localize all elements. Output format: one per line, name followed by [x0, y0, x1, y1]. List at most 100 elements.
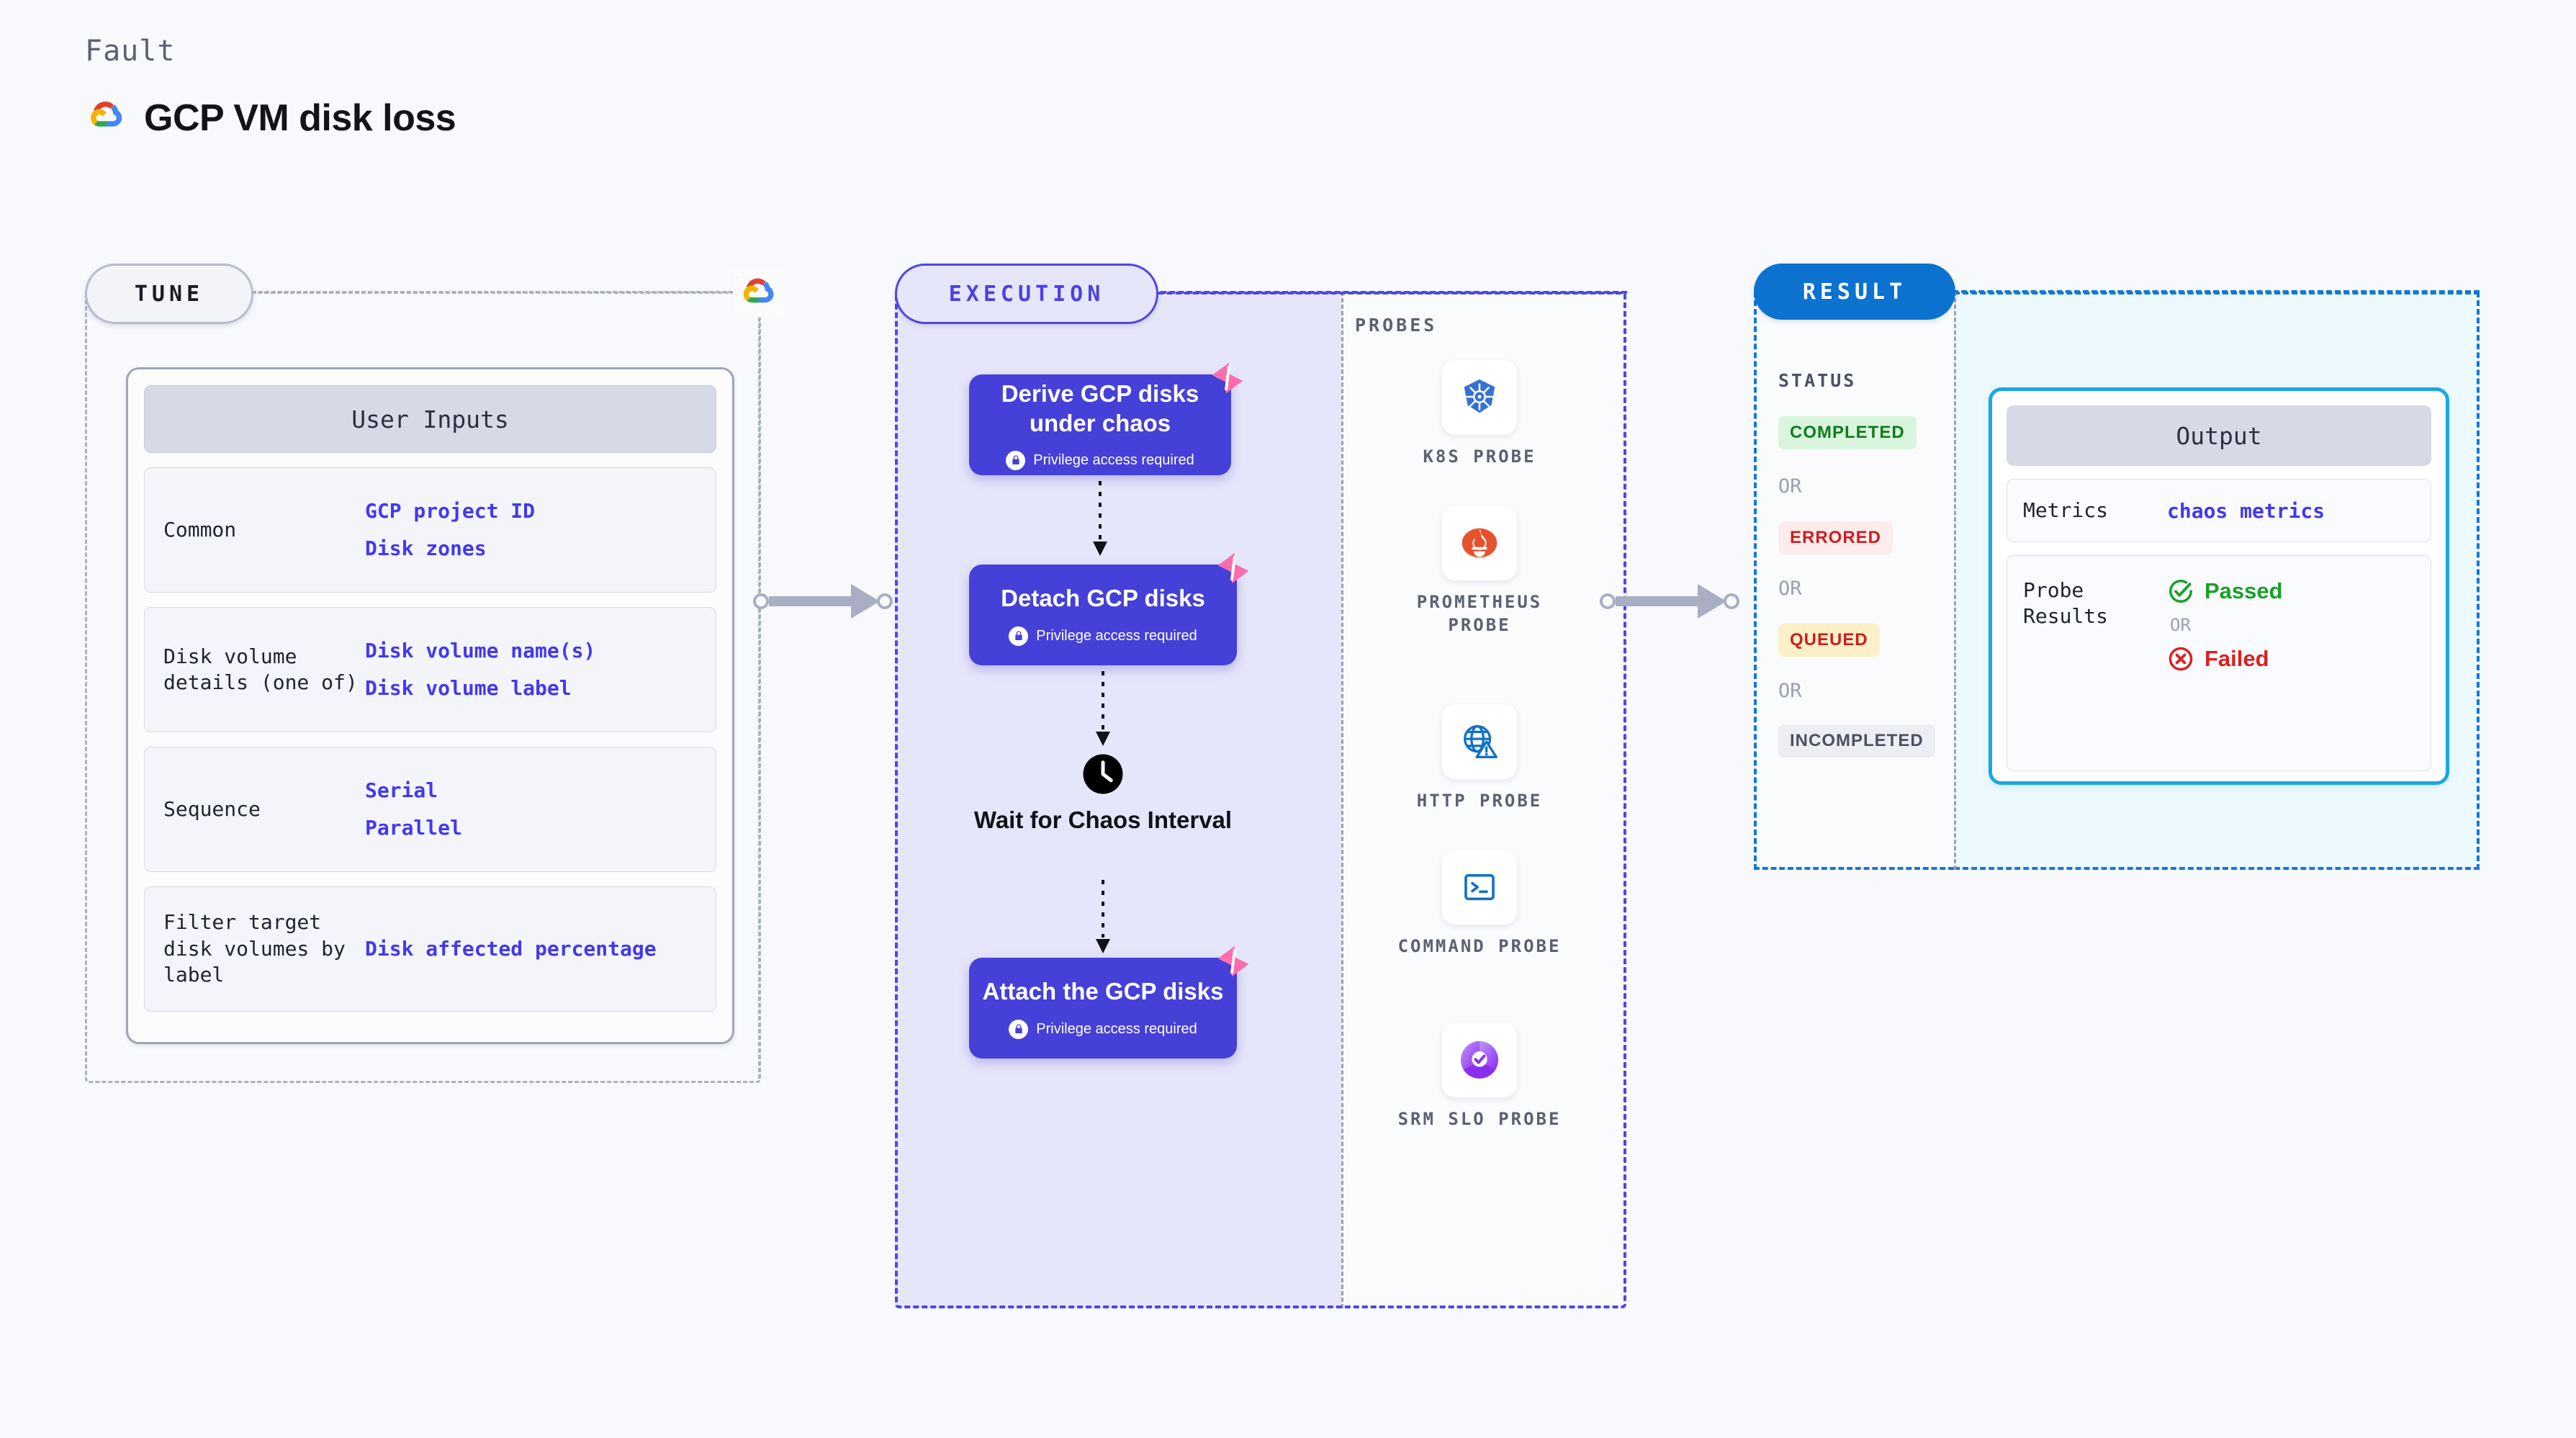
tune-provider-drop-line: [758, 318, 760, 1079]
connector-arrowhead: [851, 584, 880, 619]
step-title: Detach GCP disks: [1001, 585, 1205, 612]
output-row-probe-results: Probe Results Passed OR Failed: [2007, 555, 2431, 771]
srm-slo-icon: [1460, 1041, 1499, 1079]
connector-arrowhead: [1698, 584, 1726, 619]
output-metrics-value[interactable]: chaos metrics: [2167, 498, 2325, 523]
execution-stage-pill[interactable]: EXECUTION: [895, 264, 1158, 324]
input-row-filter-by-label: Filter target disk volumes by label Disk…: [144, 886, 716, 1012]
clock-icon: [1083, 754, 1123, 794]
result-stage-pill[interactable]: RESULT: [1754, 264, 1955, 320]
input-row-key: Sequence: [163, 796, 261, 821]
status-or-3: OR: [1778, 680, 1802, 702]
gcp-provider-badge: [733, 267, 783, 318]
probes-column: [1341, 292, 1626, 1308]
probe-result-or: OR: [2170, 615, 2191, 635]
connector-line: [1616, 596, 1699, 606]
page-title: GCP VM disk loss: [144, 96, 456, 139]
connector-start-dot: [753, 593, 769, 609]
connector-start-dot: [1600, 593, 1616, 609]
output-row-key: Probe Results: [2023, 578, 2109, 629]
probe-item-srm-slo[interactable]: SRM SLO PROBE: [1397, 1023, 1562, 1131]
probe-label: COMMAND PROBE: [1397, 936, 1562, 956]
input-value[interactable]: Disk volume label: [365, 676, 572, 700]
probe-item-command[interactable]: COMMAND PROBE: [1397, 850, 1562, 958]
input-value[interactable]: Disk volume name(s): [365, 639, 596, 663]
status-badge-queued: QUEUED: [1778, 624, 1880, 657]
input-row-key: Filter target disk volumes by label: [163, 910, 346, 987]
step-title: Derive GCP disks under chaos: [1001, 380, 1199, 436]
execution-step-detach-gcp-disks[interactable]: Detach GCP disks Privilege access requir…: [969, 552, 1249, 665]
input-row-disk-volume-details: Disk volume details (one of) Disk volume…: [144, 607, 716, 732]
step-privilege-text: Privilege access required: [1036, 627, 1197, 644]
status-badge-completed: COMPLETED: [1778, 416, 1917, 449]
connector-line: [769, 596, 852, 606]
lock-icon: [1009, 1019, 1029, 1039]
input-row-values: Disk volume name(s) Disk volume label: [365, 639, 595, 700]
probe-item-k8s[interactable]: K8S PROBE: [1397, 360, 1562, 468]
result-status-panel: [1754, 292, 1954, 870]
execution-wait-node: Wait for Chaos Interval: [969, 752, 1237, 835]
execution-step-attach-gcp-disks[interactable]: Attach the GCP disks Privilege access re…: [969, 945, 1249, 1059]
input-row-common: Common GCP project ID Disk zones: [144, 467, 716, 593]
gcp-logo-icon: [743, 278, 774, 303]
probe-label: K8S PROBE: [1423, 446, 1536, 467]
flow-arrow-3: [1096, 880, 1110, 953]
input-row-key: Disk volume details (one of): [163, 644, 358, 694]
result-leader-line: [1953, 290, 2480, 293]
step-privilege-note: Privilege access required: [1009, 1019, 1197, 1039]
terminal-icon: [1464, 873, 1495, 901]
step-privilege-note: Privilege access required: [1006, 450, 1194, 470]
status-title: STATUS: [1778, 370, 1857, 391]
input-row-sequence: Sequence Serial Parallel: [144, 747, 716, 872]
status-or-2: OR: [1778, 578, 1802, 600]
lock-icon: [1006, 450, 1026, 470]
probe-result-failed: Failed: [2167, 645, 2283, 673]
probe-icon-box: [1442, 360, 1517, 435]
output-title: Output: [2007, 405, 2431, 466]
execution-leader-line: [1152, 291, 1627, 294]
status-badge-errored: ERRORED: [1778, 521, 1893, 554]
lock-icon: [1009, 626, 1029, 646]
step-privilege-note: Privilege access required: [1009, 626, 1197, 646]
output-row-metrics: Metrics chaos metrics: [2007, 479, 2431, 542]
input-value[interactable]: Parallel: [365, 816, 462, 840]
step-title: Attach the GCP disks: [982, 978, 1224, 1005]
connector-end-dot: [1724, 593, 1739, 609]
probe-icon-box: [1442, 1023, 1517, 1097]
probe-label: HTTP PROBE: [1416, 791, 1543, 811]
input-row-values: Serial Parallel: [365, 778, 462, 840]
eyebrow-label: Fault: [85, 35, 176, 68]
litmus-chaos-icon: [1212, 362, 1243, 394]
probe-item-http[interactable]: HTTP PROBE: [1397, 704, 1562, 812]
probe-icon-box: [1442, 704, 1517, 779]
input-value[interactable]: GCP project ID: [365, 499, 536, 523]
litmus-chaos-icon: [1217, 945, 1249, 977]
probe-passed-label: Passed: [2205, 578, 2283, 603]
tune-stage-pill[interactable]: TUNE: [85, 264, 253, 324]
gcp-logo-icon: [85, 95, 127, 140]
step-privilege-text: Privilege access required: [1036, 1020, 1197, 1037]
probe-result-options: Passed OR Failed: [2167, 578, 2283, 673]
input-row-key: Common: [163, 517, 237, 542]
input-value[interactable]: Disk zones: [365, 536, 487, 560]
probe-item-prometheus[interactable]: PROMETHEUS PROBE: [1397, 505, 1562, 637]
probe-icon-box: [1442, 850, 1517, 925]
prometheus-icon: [1462, 528, 1498, 558]
output-card: Output Metrics chaos metrics Probe Resul…: [1989, 387, 2449, 785]
page-header: Fault GCP VM disk loss: [85, 35, 456, 140]
execution-step-derive-gcp-disks[interactable]: Derive GCP disks under chaos Privilege a…: [969, 362, 1243, 475]
title-row: GCP VM disk loss: [85, 95, 456, 140]
wait-node-label: Wait for Chaos Interval: [973, 806, 1233, 833]
litmus-chaos-icon: [1217, 552, 1249, 584]
step-privilege-text: Privilege access required: [1033, 451, 1194, 468]
input-value[interactable]: Serial: [365, 778, 438, 803]
probes-title: PROBES: [1355, 315, 1438, 336]
x-circle-icon: [2169, 647, 2193, 671]
connector-end-dot: [877, 593, 893, 609]
flow-arrow-1: [1093, 481, 1107, 556]
input-value[interactable]: Disk affected percentage: [365, 937, 657, 961]
input-row-values: GCP project ID Disk zones: [365, 499, 535, 560]
check-circle-icon: [2169, 580, 2192, 603]
probe-result-passed: Passed: [2167, 578, 2283, 605]
probe-failed-label: Failed: [2205, 646, 2269, 671]
